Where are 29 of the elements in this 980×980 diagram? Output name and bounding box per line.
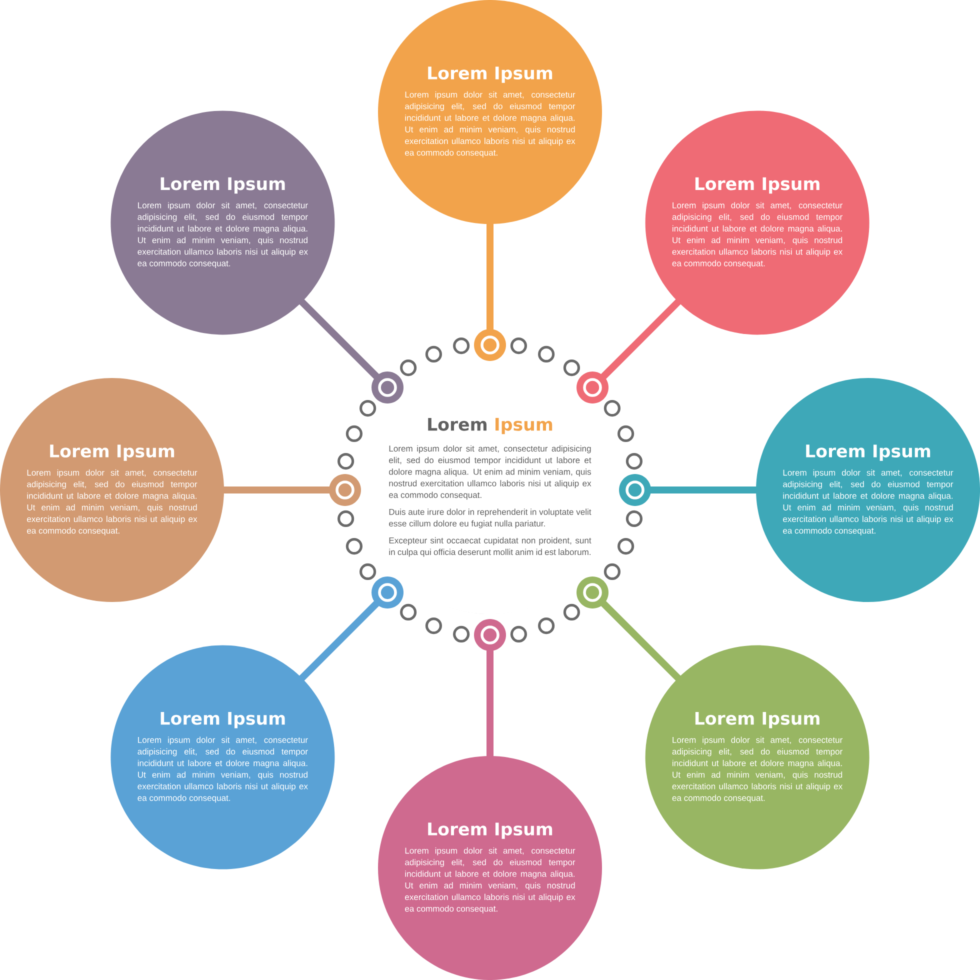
connector-stem xyxy=(600,298,682,380)
ring-marker xyxy=(372,372,404,404)
connector-stem xyxy=(222,486,332,494)
ring-marker xyxy=(372,576,404,608)
node-label: Lorem xyxy=(428,418,486,431)
connector-stem xyxy=(298,600,380,682)
connector-stem xyxy=(648,486,758,494)
connector-stem xyxy=(486,648,494,758)
text-bubble: Lorem Ipsum Lorem ipsum dolor sit amet, consectetur adipisicing elit, sed do eiusmod tempor incididunt ut labore et dolore magna aliqua. Ut enim ad minim veniam, quis nostrud exercitation ullamco laboris nisi ut aliquip ex ea commodo consequat. xyxy=(0,378,224,602)
ring-marker xyxy=(474,329,506,361)
connector-stem xyxy=(600,600,682,682)
node-label: Excepteur sint occaecat cupidatat non proident, sunt in culpa qui officia deserunt mollit anim id est laborum. xyxy=(389,537,592,557)
text-bubble: Lorem Ipsum Lorem ipsum dolor sit amet, consectetur adipisicing elit, sed do eiusmod tempor incididunt ut labore et dolore magna aliqua. Ut enim ad minim veniam, quis nostrud exercitation ullamco laboris nisi ut aliquip ex ea commodo consequat. xyxy=(378,756,602,980)
text-bubble: Lorem Ipsum Lorem ipsum dolor sit amet, consectetur adipisicing elit, sed do eiusmod tempor incididunt ut labore et dolore magna aliqua. Ut enim ad minim veniam, quis nostrud exercitation ullamco laboris nisi ut aliquip ex ea commodo consequat. xyxy=(378,0,602,224)
node-label: Duis aute irure dolor in reprehenderit in voluptate velit esse cillum dolore eu fugiat nulla pariatur. xyxy=(389,508,592,528)
text-bubble: Lorem Ipsum Lorem ipsum dolor sit amet, consectetur adipisicing elit, sed do eiusmod tempor incididunt ut labore et dolore magna aliqua. Ut enim ad minim veniam, quis nostrud exercitation ullamco laboris nisi ut aliquip ex ea commodo consequat. xyxy=(645,110,870,335)
text-bubble: Lorem Ipsum Lorem ipsum dolor sit amet, consectetur adipisicing elit, sed do eiusmod tempor incididunt ut labore et dolore magna aliqua. Ut enim ad minim veniam, quis nostrud exercitation ullamco laboris nisi ut aliquip ex ea commodo consequat. xyxy=(756,378,980,602)
node-label: Ipsum xyxy=(495,418,552,434)
ring-marker xyxy=(576,372,608,404)
text-bubble: Lorem Ipsum Lorem ipsum dolor sit amet, consectetur adipisicing elit, sed do eiusmod tempor incididunt ut labore et dolore magna aliqua. Ut enim ad minim veniam, quis nostrud exercitation ullamco laboris nisi ut aliquip ex ea commodo consequat. xyxy=(645,645,870,870)
node-label: Lorem ipsum dolor sit amet, consectetur adipisicing elit, sed do eiusmod tempor incididunt ut labore et dolore magna aliqua. Ut enim ad minim veniam, quis nostrud exercitation ullamco laboris nisi ut aliquip ex ea commodo consequat. xyxy=(389,445,592,500)
connector-stem xyxy=(298,298,380,380)
ring-marker xyxy=(474,619,506,651)
text-bubble: Lorem Ipsum Lorem ipsum dolor sit amet, consectetur adipisicing elit, sed do eiusmod tempor incididunt ut labore et dolore magna aliqua. Ut enim ad minim veniam, quis nostrud exercitation ullamco laboris nisi ut aliquip ex ea commodo consequat. xyxy=(110,110,335,335)
ring-marker xyxy=(329,474,361,506)
text-bubble: Lorem Ipsum Lorem ipsum dolor sit amet, consectetur adipisicing elit, sed do eiusmod tempor incididunt ut labore et dolore magna aliqua. Ut enim ad minim veniam, quis nostrud exercitation ullamco laboris nisi ut aliquip ex ea commodo consequat. xyxy=(110,645,335,870)
ring-marker xyxy=(619,474,652,506)
connector-stem xyxy=(486,222,494,332)
ring-marker xyxy=(576,576,608,608)
